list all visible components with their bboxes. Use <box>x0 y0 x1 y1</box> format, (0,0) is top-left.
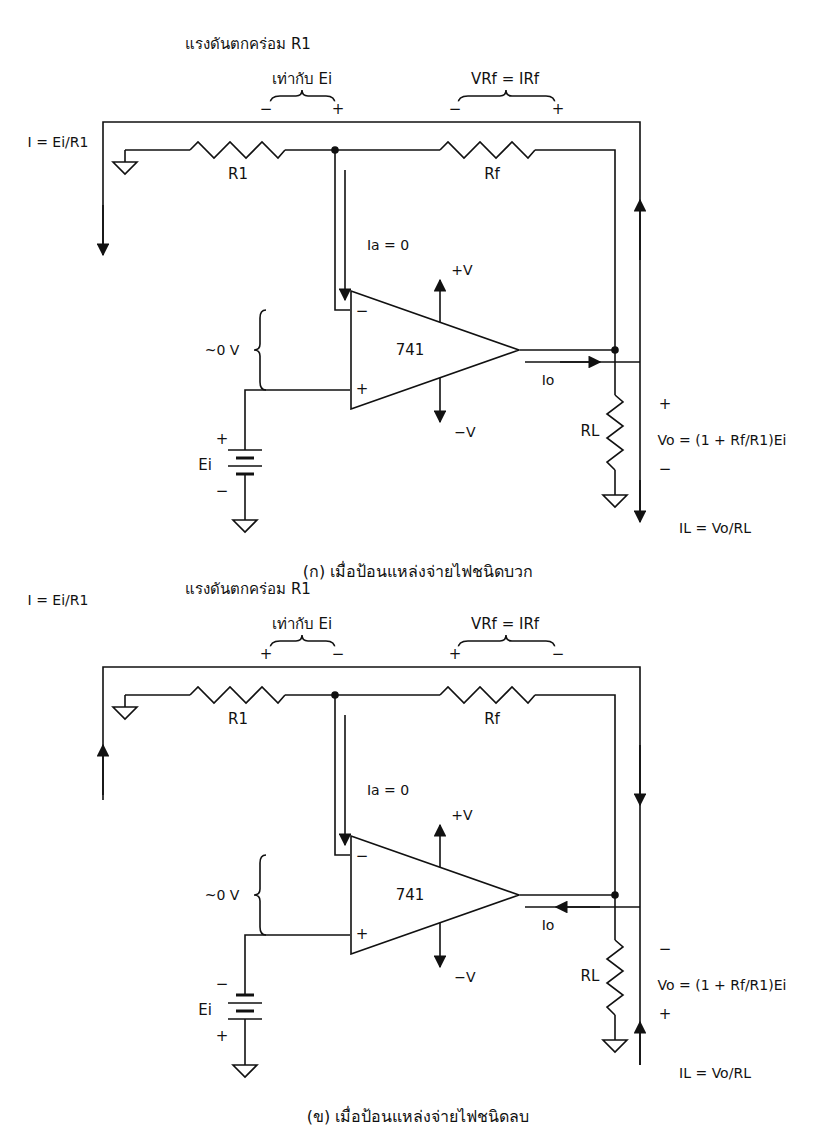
circuit-label: Rf <box>482 166 502 183</box>
circuit-label: + <box>330 101 347 118</box>
circuit-label: − <box>214 976 231 993</box>
circuit-label: VRf = IRf <box>469 616 541 633</box>
current-arrow <box>639 200 641 260</box>
circuit-label: (ก) เมื่อป้อนแหล่งจ่ายไฟชนิดบวก <box>301 563 536 581</box>
circuit-label: I = Ei/R1 <box>26 134 91 150</box>
circuit-label: −V <box>452 969 477 985</box>
circuit-label: ~0 V <box>203 887 242 903</box>
circuit-b <box>103 635 640 1077</box>
circuit-label: RL <box>579 423 602 440</box>
current-arrow <box>639 480 641 522</box>
circuit-label: Ei <box>196 457 214 474</box>
circuit-label: + <box>447 646 464 663</box>
circuit-label: RL <box>579 968 602 985</box>
opamp-label: 741 <box>350 835 520 955</box>
circuit-label: + <box>550 101 567 118</box>
circuit-label: Rf <box>482 711 502 728</box>
circuit-label: IL = Vo/RL <box>677 520 753 536</box>
circuit-label: +V <box>449 262 474 278</box>
circuit-label: + <box>657 396 674 413</box>
opamp-shape <box>351 836 519 954</box>
circuit-label: + <box>354 926 371 943</box>
circuit-label: เท่ากับ Ei <box>270 71 334 88</box>
circuit-label: + <box>657 1006 674 1023</box>
circuit-label: − <box>447 101 464 118</box>
opamp-outline <box>350 290 520 410</box>
opamp-label: 741 <box>350 290 520 410</box>
circuit-label: − <box>550 646 567 663</box>
circuit-label: R1 <box>226 166 250 183</box>
circuit-label: + <box>258 646 275 663</box>
circuit-label: Io <box>540 917 557 933</box>
circuit-label: R1 <box>226 711 250 728</box>
battery-symbol <box>228 995 262 1019</box>
circuit-label: แรงดันตกคร่อม R1 <box>183 36 313 53</box>
circuit-label: Ei <box>196 1002 214 1019</box>
circuit-label: เท่ากับ Ei <box>270 616 334 633</box>
opamp-triangle: 741 <box>350 835 520 955</box>
circuit-label: − <box>214 483 231 500</box>
circuit-label: Ia = 0 <box>365 782 411 798</box>
circuit-label: − <box>354 848 371 865</box>
circuit-label: + <box>354 381 371 398</box>
circuit-label: Io <box>540 372 557 388</box>
circuit-label: (ข) เมื่อป้อนแหล่งจ่ายไฟชนิดลบ <box>305 1108 532 1126</box>
circuit-label: ~0 V <box>203 342 242 358</box>
opamp-shape <box>351 291 519 409</box>
current-arrow <box>102 745 104 795</box>
battery-symbol <box>228 450 262 474</box>
current-arrow <box>639 1022 641 1065</box>
current-arrow <box>102 205 104 255</box>
circuit-label: Ia = 0 <box>365 237 411 253</box>
circuit-label: Vo = (1 + Rf/R1)Ei <box>656 977 789 993</box>
opamp-outline <box>350 835 520 955</box>
circuit-label: Vo = (1 + Rf/R1)Ei <box>656 432 789 448</box>
circuit-label: − <box>657 941 674 958</box>
current-arrow <box>556 906 600 908</box>
circuit-label: + <box>214 1028 231 1045</box>
current-arrow <box>639 745 641 805</box>
circuit-label: +V <box>449 807 474 823</box>
circuit-label: − <box>657 461 674 478</box>
circuit-label: + <box>214 431 231 448</box>
current-arrow <box>560 361 600 363</box>
circuit-label: VRf = IRf <box>469 71 541 88</box>
opamp-triangle: 741 <box>350 290 520 410</box>
circuit-label: แรงดันตกคร่อม R1 <box>183 581 313 598</box>
circuit-a <box>103 90 640 532</box>
circuit-label: IL = Vo/RL <box>677 1065 753 1081</box>
circuit-label: − <box>330 646 347 663</box>
circuit-label: − <box>354 303 371 320</box>
circuit-label: − <box>258 101 275 118</box>
circuit-label: I = Ei/R1 <box>26 592 91 608</box>
circuit-label: −V <box>452 424 477 440</box>
